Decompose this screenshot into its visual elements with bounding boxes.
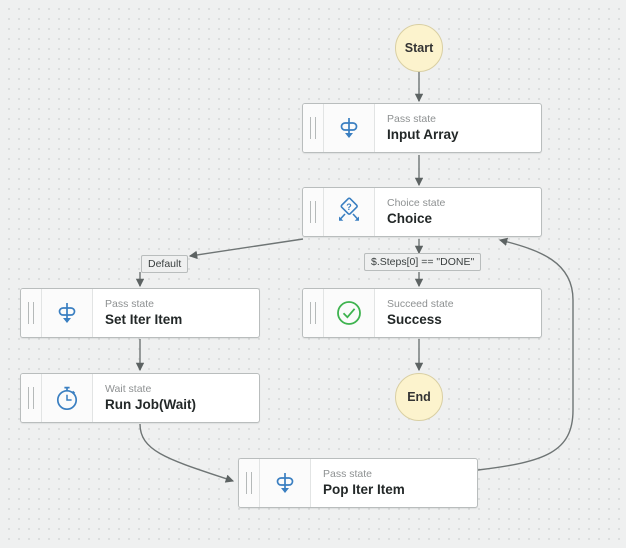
state-name: Input Array (387, 127, 459, 142)
svg-text:?: ? (346, 202, 352, 212)
state-labels: Pass state Set Iter Item (93, 289, 259, 337)
drag-handle[interactable] (303, 188, 324, 236)
state-node-pop-iter-item[interactable]: Pass state Pop Iter Item (238, 458, 478, 508)
state-type: Pass state (105, 298, 155, 310)
state-type: Wait state (105, 383, 152, 395)
start-node[interactable]: Start (395, 24, 443, 72)
state-type: Choice state (387, 197, 446, 209)
succeed-state-icon (324, 289, 375, 337)
edge-pop-iter-item-to-choice-loop (477, 237, 574, 471)
state-labels: Succeed state Success (375, 289, 541, 337)
edge-label-condition: $.Steps[0] == "DONE" (364, 253, 482, 271)
grip-icon (246, 472, 252, 494)
grip-icon (310, 302, 316, 324)
pass-state-icon (260, 459, 311, 507)
state-labels: Choice state Choice (375, 188, 541, 236)
pass-state-icon (324, 104, 375, 152)
drag-handle[interactable] (303, 104, 324, 152)
end-node[interactable]: End (395, 373, 443, 421)
state-name: Pop Iter Item (323, 482, 405, 497)
state-node-success[interactable]: Succeed state Success (302, 288, 542, 338)
state-type: Pass state (323, 468, 373, 480)
grip-icon (28, 302, 34, 324)
grip-icon (310, 201, 316, 223)
state-type: Pass state (387, 113, 437, 125)
state-name: Choice (387, 211, 433, 226)
grip-icon (28, 387, 34, 409)
drag-handle[interactable] (303, 289, 324, 337)
drag-handle[interactable] (239, 459, 260, 507)
edge-choice-to-default-label (188, 238, 304, 260)
state-name: Set Iter Item (105, 312, 183, 327)
edge-label-default: Default (141, 255, 189, 273)
grip-icon (310, 117, 316, 139)
state-name: Success (387, 312, 442, 327)
state-type: Succeed state (387, 298, 454, 310)
edge-run-job-to-pop-iter-item (139, 423, 235, 483)
state-node-input-array[interactable]: Pass state Input Array (302, 103, 542, 153)
state-labels: Wait state Run Job(Wait) (93, 374, 259, 422)
drag-handle[interactable] (21, 289, 42, 337)
choice-state-icon: ? (324, 188, 375, 236)
state-labels: Pass state Pop Iter Item (311, 459, 477, 507)
state-node-set-iter-item[interactable]: Pass state Set Iter Item (20, 288, 260, 338)
state-name: Run Job(Wait) (105, 397, 196, 412)
start-label: Start (404, 41, 434, 55)
state-labels: Pass state Input Array (375, 104, 541, 152)
end-label: End (407, 390, 431, 404)
state-node-choice[interactable]: ? Choice state Choice (302, 187, 542, 237)
state-node-run-job-wait[interactable]: Wait state Run Job(Wait) (20, 373, 260, 423)
drag-handle[interactable] (21, 374, 42, 422)
wait-state-icon (42, 374, 93, 422)
pass-state-icon (42, 289, 93, 337)
